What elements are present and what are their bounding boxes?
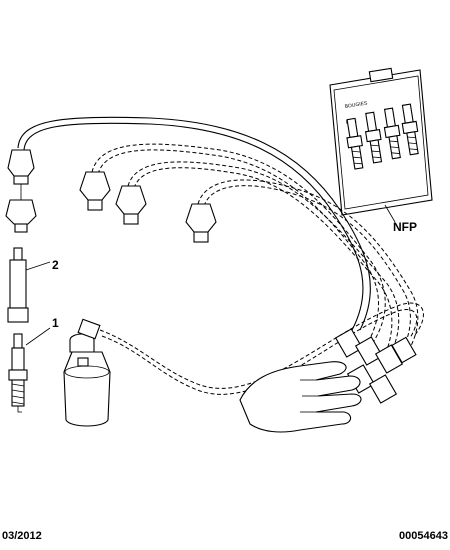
plug-boot-4 — [185, 203, 217, 243]
kit-plug-1 — [346, 117, 364, 170]
plug-connector-extension — [7, 247, 51, 323]
kit-plug-3 — [383, 107, 401, 160]
callout-1: 1 — [52, 316, 59, 330]
plug-boot-3 — [115, 185, 147, 225]
spark-plug-kit-card: BOUGIES REF: — [329, 67, 433, 223]
hand-illustration — [239, 361, 362, 433]
ignition-coil — [63, 333, 111, 427]
kit-card-header: BOUGIES — [344, 100, 368, 110]
distributor-connectors — [334, 328, 417, 404]
plug-boot-2 — [79, 171, 111, 211]
callout-2: 2 — [52, 258, 59, 272]
callout-nfp: NFP — [393, 220, 417, 234]
kit-plug-4 — [401, 103, 419, 156]
coil-lead-cap — [77, 318, 101, 340]
plug-boot-1 — [5, 149, 37, 233]
spark-plug — [8, 327, 51, 413]
kit-plug-2 — [364, 111, 383, 164]
footer-date: 03/2012 — [2, 530, 42, 542]
kit-leader-line — [384, 204, 396, 223]
footer-reference: 00054643 — [399, 530, 448, 542]
